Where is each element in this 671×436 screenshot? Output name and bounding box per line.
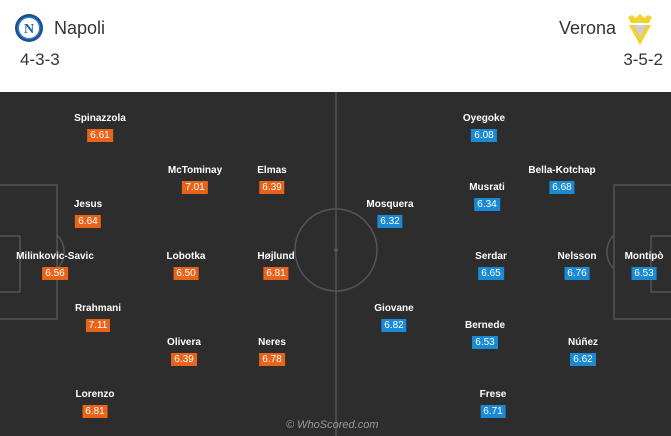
player-name: Frese (479, 389, 507, 400)
player-away-nelsson[interactable]: Nelsson 6.76 (557, 250, 597, 281)
verona-crest-icon (628, 14, 652, 45)
player-rating: 7.11 (85, 319, 111, 332)
player-name: Bernede (464, 320, 506, 331)
player-away-oyegoke[interactable]: Oyegoke 6.08 (463, 112, 505, 143)
pitch-lines (0, 92, 671, 436)
player-away-montipo[interactable]: Montipò 6.53 (624, 250, 664, 281)
player-rating: 6.39 (171, 353, 197, 366)
player-away-nunez[interactable]: Núñez 6.62 (568, 336, 598, 367)
player-name: Giovane (374, 303, 414, 314)
player-name: Nelsson (557, 251, 597, 262)
player-rating: 6.61 (87, 129, 113, 142)
player-rating: 6.81 (82, 405, 108, 418)
player-home-rrahmani[interactable]: Rrahmani 7.11 (75, 302, 121, 333)
player-rating: 6.65 (478, 267, 504, 280)
player-rating: 7.01 (182, 181, 208, 194)
home-formation: 4-3-3 (20, 50, 60, 69)
svg-text:N: N (24, 22, 34, 37)
player-rating: 6.78 (259, 353, 285, 366)
player-name: Bella-Kotchap (528, 165, 596, 176)
player-home-jesus[interactable]: Jesus 6.64 (74, 198, 102, 229)
player-away-mosquera[interactable]: Mosquera 6.32 (366, 198, 414, 229)
player-name: Mosquera (366, 199, 414, 210)
player-name: Rrahmani (74, 303, 122, 314)
player-rating: 6.82 (381, 319, 407, 332)
player-name: Musrati (469, 182, 505, 193)
player-rating: 6.34 (474, 198, 500, 211)
whoscored-watermark: © WhoScored.com (286, 419, 379, 431)
player-name: Milinkovic-Savic (16, 251, 94, 262)
player-rating: 6.81 (263, 267, 289, 280)
player-name: Oyegoke (462, 113, 506, 124)
home-team-name: Napoli (54, 18, 106, 38)
player-rating: 6.64 (75, 215, 101, 228)
player-name: Jesus (73, 199, 103, 210)
player-home-lobotka[interactable]: Lobotka 6.50 (166, 250, 206, 281)
player-rating: 6.71 (480, 405, 506, 418)
player-name: Spinazzola (74, 113, 126, 124)
player-rating: 6.53 (631, 267, 657, 280)
player-home-olivera[interactable]: Olivera 6.39 (167, 336, 201, 367)
player-away-giovane[interactable]: Giovane 6.82 (374, 302, 414, 333)
player-name: Lorenzo (75, 389, 115, 400)
player-away-musrati[interactable]: Musrati 6.34 (469, 181, 505, 212)
player-away-frese[interactable]: Frese 6.71 (479, 388, 507, 419)
player-home-milinkovic-savic[interactable]: Milinkovic-Savic 6.56 (16, 250, 94, 281)
player-name: Neres (258, 337, 286, 348)
player-name: Montipò (624, 251, 664, 262)
player-home-lorenzo[interactable]: Lorenzo 6.81 (75, 388, 115, 419)
player-home-mctominay[interactable]: McTominay 7.01 (168, 164, 222, 195)
player-name: McTominay (167, 165, 223, 176)
player-name: Lobotka (166, 251, 206, 262)
player-rating: 6.56 (42, 267, 68, 280)
player-name: Olivera (167, 337, 201, 348)
player-name: Serdar (475, 251, 507, 262)
match-header: N Napoli 4-3-3 Verona 3-5-2 (0, 0, 671, 86)
player-rating: 6.76 (564, 267, 590, 280)
player-away-bernede[interactable]: Bernede 6.53 (465, 319, 505, 350)
player-away-serdar[interactable]: Serdar 6.65 (475, 250, 507, 281)
player-name: Elmas (257, 165, 287, 176)
napoli-crest-icon: N (15, 14, 43, 42)
player-rating: 6.08 (471, 129, 497, 142)
player-rating: 6.39 (259, 181, 285, 194)
player-name: Núñez (568, 337, 598, 348)
pitch: Spinazzola 6.61 Jesus 6.64 Milinkovic-Sa… (0, 92, 671, 436)
player-rating: 6.68 (549, 181, 575, 194)
away-team-name: Verona (558, 18, 616, 38)
player-home-hojlund[interactable]: Højlund 6.81 (257, 250, 295, 281)
player-home-spinazzola[interactable]: Spinazzola 6.61 (74, 112, 126, 143)
player-away-bella-kotchap[interactable]: Bella-Kotchap 6.68 (528, 164, 596, 195)
player-rating: 6.62 (570, 353, 596, 366)
player-rating: 6.53 (472, 336, 498, 349)
player-rating: 6.32 (377, 215, 403, 228)
player-home-elmas[interactable]: Elmas 6.39 (257, 164, 287, 195)
player-name: Højlund (257, 251, 295, 262)
player-home-neres[interactable]: Neres 6.78 (258, 336, 286, 367)
away-formation: 3-5-2 (623, 50, 663, 69)
player-rating: 6.50 (173, 267, 199, 280)
